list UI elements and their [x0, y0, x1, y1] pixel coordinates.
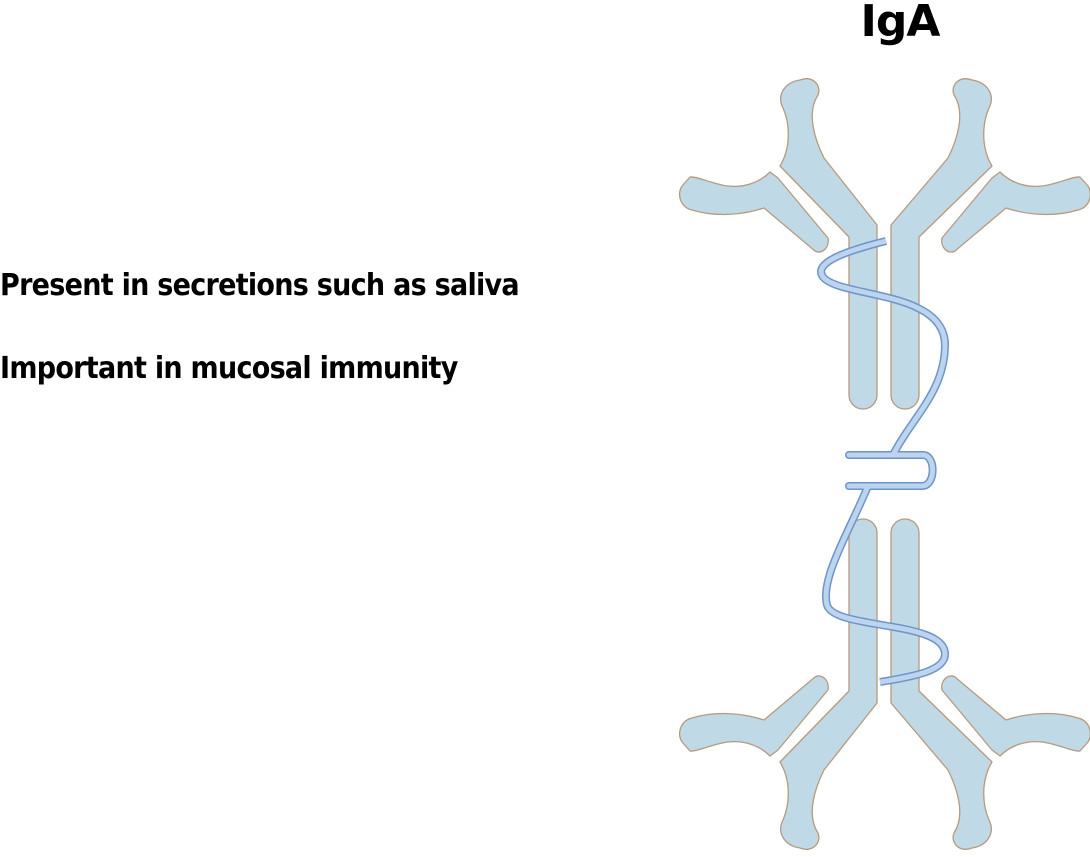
j-chain-ribbon	[817, 237, 949, 686]
fact-secretions: Present in secretions such as saliva	[0, 268, 520, 303]
upper-right-heavy-chain	[890, 78, 993, 410]
lower-left-light-chain	[678, 675, 829, 757]
fact-mucosal-immunity: Important in mucosal immunity	[0, 351, 458, 386]
upper-right-light-chain	[941, 171, 1090, 253]
lower-right-heavy-chain	[890, 518, 993, 850]
diagram-title: IgA	[860, 0, 941, 47]
upper-monomer	[678, 78, 1090, 410]
antibody-chains	[678, 78, 1090, 850]
upper-left-light-chain	[678, 171, 829, 253]
lower-right-light-chain	[941, 675, 1090, 757]
lower-monomer	[678, 518, 1090, 850]
j-chain-fill	[818, 238, 948, 685]
lower-left-heavy-chain	[779, 518, 878, 850]
upper-left-heavy-chain	[779, 78, 878, 410]
